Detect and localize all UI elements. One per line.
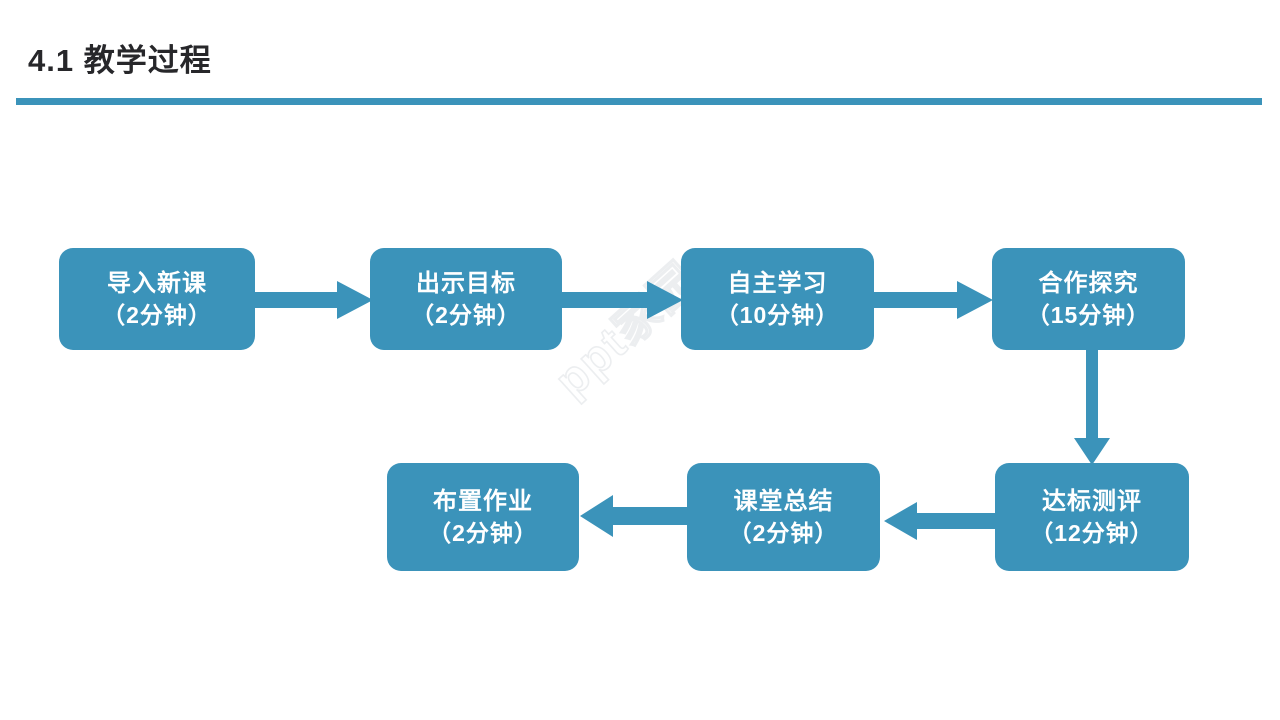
flow-box-title: 出示目标 (416, 269, 516, 297)
title-divider-rule (16, 98, 1262, 105)
flow-box-title: 布置作业 (433, 487, 533, 515)
flow-box-duration: （2分钟） (102, 301, 212, 328)
flow-box-title: 自主学习 (727, 269, 828, 297)
flow-box-duration: （2分钟） (428, 519, 538, 546)
flow-box-assessment[interactable]: 达标测评 （12分钟） (995, 463, 1189, 571)
arrow-right-icon (874, 281, 993, 319)
flow-box-title: 课堂总结 (733, 487, 834, 515)
flow-box-duration: （2分钟） (411, 301, 521, 328)
flow-box-title: 合作探究 (1038, 269, 1139, 297)
arrow-left-icon (884, 502, 997, 540)
flow-box-show-objectives[interactable]: 出示目标 （2分钟） (370, 248, 562, 350)
flow-box-import-lesson[interactable]: 导入新课 （2分钟） (59, 248, 255, 350)
arrow-down-icon (1070, 350, 1114, 465)
arrow-right-icon (562, 281, 683, 319)
flow-box-self-study[interactable]: 自主学习 （10分钟） (681, 248, 874, 350)
flow-box-duration: （10分钟） (715, 301, 840, 328)
arrow-left-icon (580, 495, 690, 537)
flow-box-duration: （2分钟） (728, 519, 839, 546)
page-title: 4.1 教学过程 (28, 43, 212, 78)
flow-box-title: 达标测评 (1042, 487, 1142, 515)
flow-box-class-summary[interactable]: 课堂总结 （2分钟） (687, 463, 880, 571)
flow-box-collaborative-inquiry[interactable]: 合作探究 （15分钟） (992, 248, 1185, 350)
flow-box-assign-homework[interactable]: 布置作业 （2分钟） (387, 463, 579, 571)
flow-box-duration: （12分钟） (1030, 519, 1154, 546)
flow-box-title: 导入新课 (107, 269, 207, 297)
arrow-right-icon (255, 281, 373, 319)
flow-box-duration: （15分钟） (1026, 301, 1151, 328)
